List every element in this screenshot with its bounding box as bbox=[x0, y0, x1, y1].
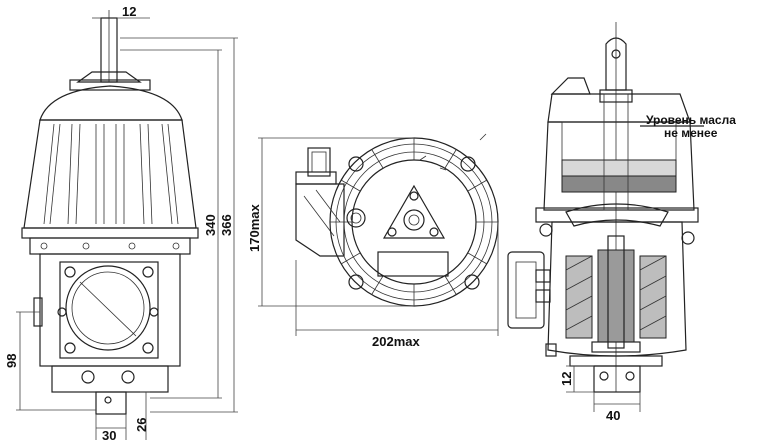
dim-height-340: 340 bbox=[203, 214, 218, 236]
dim-right-40: 40 bbox=[606, 408, 620, 423]
dim-height-366: 366 bbox=[219, 214, 234, 236]
front-inspection-window bbox=[65, 265, 151, 351]
top-nameplate bbox=[377, 251, 449, 277]
top-triangle-plate bbox=[382, 184, 446, 239]
dim-width-202: 202max bbox=[372, 334, 420, 349]
cooling-fins bbox=[43, 123, 179, 225]
dim-base-30: 30 bbox=[102, 428, 116, 443]
front-dimensions: 12 340 366 98 30 26 bbox=[4, 4, 238, 443]
front-lower-housing bbox=[39, 253, 181, 367]
section-annotations: Уровень масла не менее 12 40 bbox=[559, 113, 736, 423]
front-dome bbox=[39, 85, 183, 121]
front-body bbox=[23, 119, 197, 229]
dim-height-98: 98 bbox=[4, 354, 19, 368]
note-oil-level-1: Уровень масла bbox=[646, 113, 736, 127]
dim-width-170: 170max bbox=[247, 204, 262, 252]
dim-shaft-width: 12 bbox=[122, 4, 136, 19]
dim-base-26: 26 bbox=[134, 418, 149, 432]
junction-box bbox=[295, 147, 345, 257]
section-rotor bbox=[597, 249, 635, 343]
section-view bbox=[507, 22, 704, 393]
front-view bbox=[21, 10, 199, 415]
top-view bbox=[295, 133, 499, 307]
top-center-hub bbox=[403, 209, 425, 231]
ring-ribs bbox=[330, 138, 498, 306]
hatched-stator bbox=[565, 255, 667, 339]
top-dimensions: 170max 202max bbox=[247, 137, 499, 349]
dim-right-12: 12 bbox=[559, 372, 574, 386]
top-outer-ring bbox=[329, 137, 499, 307]
note-oil-level-2: не менее bbox=[664, 126, 718, 140]
